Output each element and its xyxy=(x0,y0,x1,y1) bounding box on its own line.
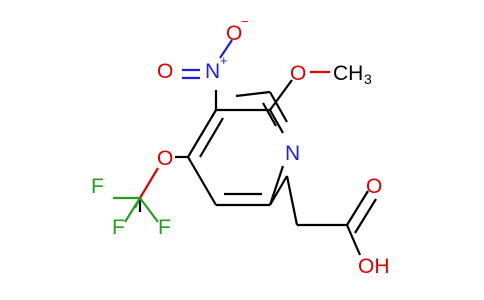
bond-ocf3o-cf3 xyxy=(139,167,159,199)
bond-cf3-fright xyxy=(139,197,159,223)
nitro-o-minus-charge: − xyxy=(241,14,249,29)
bond-c2-c2b-inner xyxy=(262,102,277,127)
bond-c2-c2b xyxy=(269,91,288,123)
f-left-label: F xyxy=(112,216,125,239)
bond-c3-c2 xyxy=(235,90,271,98)
ocf3-o-label: O xyxy=(157,147,173,170)
methyl-subscript: 3 xyxy=(364,71,372,87)
nitro-o-minus-label: O xyxy=(226,22,242,45)
nitro-n-label: N xyxy=(205,60,220,83)
bond-cooh-carbonyl-b xyxy=(354,198,377,234)
f-top-label: F xyxy=(91,175,104,198)
bond-c3-c3b xyxy=(187,109,217,158)
bond-c2-methoxyo xyxy=(269,79,293,111)
hydroxyl-label: OH xyxy=(358,255,390,278)
carbonyl-o-label: O xyxy=(366,175,382,198)
nitro-o-double-label: O xyxy=(157,60,173,83)
bond-nitron-o-minus xyxy=(219,39,233,59)
bond-cooh-carbonyl-a xyxy=(346,190,369,226)
bond-cooh-oh xyxy=(345,224,362,256)
methoxy-o-label: O xyxy=(290,62,306,85)
ring-n-label: N xyxy=(285,142,300,165)
f-right-label: F xyxy=(158,216,171,239)
bond-c6-c5 xyxy=(269,175,288,206)
pyridine-ring xyxy=(187,90,288,207)
bond-ringn-c6 xyxy=(268,165,285,206)
bond-c4-c3 xyxy=(187,156,217,206)
bond-c2-ringn xyxy=(269,109,284,134)
methyl-label: CH xyxy=(333,62,363,85)
bond-c6-ch2 xyxy=(285,175,299,226)
bond-cf3-fdown xyxy=(124,197,141,223)
nitro-n-charge: + xyxy=(220,53,228,68)
bond-c3-c3b-inner xyxy=(199,117,224,158)
